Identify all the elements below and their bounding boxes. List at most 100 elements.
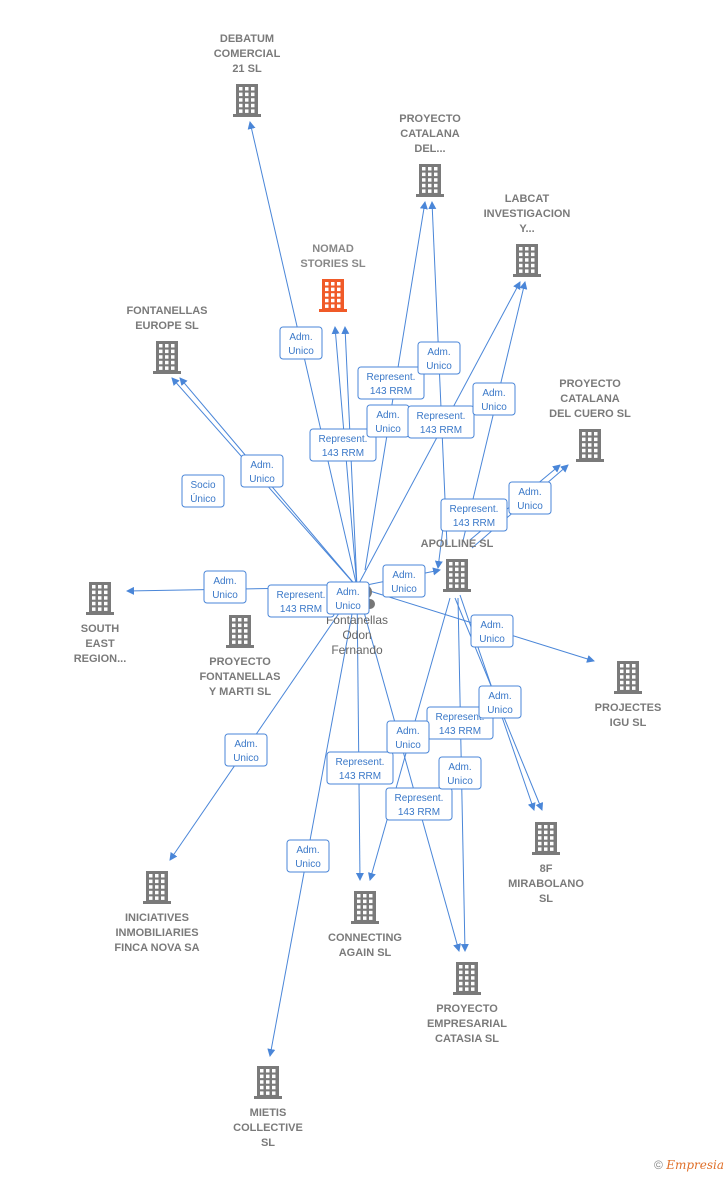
- company-label: Y...: [519, 223, 534, 235]
- edge-label-e_mietis[interactable]: Adm.Unico: [286, 839, 330, 873]
- company-label: DEL CUERO SL: [549, 408, 631, 420]
- company-label: 8F: [540, 863, 553, 875]
- edge-label-text: Represent.: [417, 411, 466, 422]
- edge-label-text: Unico: [447, 776, 473, 787]
- edge-label-e_nomad_2[interactable]: Adm.Unico: [366, 404, 410, 438]
- edge-label-e_south[interactable]: Adm. Unico: [203, 570, 247, 604]
- edge-label-text: Unico: [487, 705, 513, 716]
- footer: © Empresia: [654, 1158, 724, 1172]
- edge-label-e_labcat_2[interactable]: Adm.Unico: [472, 382, 516, 416]
- company-label: COLLECTIVE: [233, 1122, 303, 1134]
- edge-label-e_igu[interactable]: Adm.Unico: [470, 614, 514, 648]
- edge-label-e_labcat_1[interactable]: Represent. 143 RRM: [407, 405, 475, 439]
- company-label: SL: [539, 893, 553, 905]
- company-label: FONTANELLAS: [199, 671, 280, 683]
- edge-label-text: Socio: [190, 480, 215, 491]
- edge-label-text: Adm.: [213, 576, 236, 587]
- edge-label-text: 143 RRM: [420, 425, 462, 436]
- building-icon: [532, 822, 560, 855]
- person-label: Fernando: [331, 643, 383, 657]
- company-label: 21 SL: [232, 63, 262, 75]
- edge-label-e_connecting_1[interactable]: Represent. 143 RRM: [326, 751, 394, 785]
- edge-label-e_catasia_2[interactable]: Adm. Unico: [438, 756, 482, 790]
- company-south_east[interactable]: SOUTHEASTREGION...: [74, 582, 127, 665]
- company-mirabolano[interactable]: 8F MIRABOLANO SL: [508, 822, 584, 905]
- edge-label-text: Adm.: [392, 570, 415, 581]
- edge-label-text: Adm.: [289, 332, 312, 343]
- company-label: LABCAT: [505, 193, 550, 205]
- company-label: DEL...: [414, 143, 445, 155]
- brand-name[interactable]: Empresia: [666, 1158, 724, 1172]
- company-label: INVESTIGACION: [484, 208, 571, 220]
- company-projectes_igu[interactable]: PROJECTES IGU SL: [595, 661, 662, 729]
- building-icon: [233, 84, 261, 117]
- company-label: PROYECTO: [399, 113, 461, 125]
- edge-label-e_apolline[interactable]: Adm. Unico: [382, 564, 426, 598]
- edge-label-text: 143 RRM: [453, 518, 495, 529]
- company-label: INMOBILIARIES: [115, 927, 198, 939]
- edge-label-text: Adm.: [336, 587, 359, 598]
- edge-label-e_catasia_1[interactable]: Represent.143 RRM: [385, 787, 453, 821]
- edge-label-text: Unico: [212, 590, 238, 601]
- edge-label-e_mira_2[interactable]: Adm.Unico: [478, 685, 522, 719]
- company-label: PROYECTO: [436, 1003, 498, 1015]
- edge-label-text: Adm.: [250, 460, 273, 471]
- company-label: PROJECTES: [595, 702, 662, 714]
- edge-label-e_cuero_2[interactable]: Adm.Unico: [508, 481, 552, 515]
- edge-label-text: Represent.: [319, 434, 368, 445]
- edge-label-text: Adm.: [482, 388, 505, 399]
- company-label: EUROPE SL: [135, 320, 199, 332]
- edge-label-text: Unico: [517, 501, 543, 512]
- edge-label-text: Adm.: [376, 410, 399, 421]
- company-fontanellas_europe[interactable]: FONTANELLAS EUROPE SL: [126, 305, 208, 374]
- edge-label-e_debatum[interactable]: Adm.Unico: [279, 326, 323, 360]
- edge-label-text: Único: [190, 492, 216, 505]
- building-icon: [513, 244, 541, 277]
- person-label: Fontanellas: [326, 613, 388, 627]
- company-label: CONNECTING: [328, 932, 402, 944]
- edge-label-text: Adm.: [448, 762, 471, 773]
- company-apolline[interactable]: APOLLINE SL: [421, 538, 494, 592]
- edge-label-text: 143 RRM: [322, 448, 364, 459]
- edge-label-text: Unico: [391, 584, 417, 595]
- edge-label-text: Unico: [233, 753, 259, 764]
- edge-label-e_fontanellas_rep[interactable]: Represent.143 RRM: [267, 584, 335, 618]
- company-label: CATALANA: [400, 128, 460, 140]
- edge-label-e_cuero_1[interactable]: Represent.143 RRM: [440, 498, 508, 532]
- edge-label-e_fontanellas_adm[interactable]: Adm.Unico: [326, 581, 370, 615]
- edge-label-text: 143 RRM: [339, 771, 381, 782]
- edge-label-text: 143 RRM: [370, 386, 412, 397]
- edge-label-e_catalana_del_1[interactable]: Represent.143 RRM: [357, 366, 425, 400]
- edge-label-text: Adm.: [480, 620, 503, 631]
- company-label: COMERCIAL: [214, 48, 281, 60]
- edge-label-text: Represent.: [336, 757, 385, 768]
- edge-e_connecting_1: [355, 586, 364, 881]
- edge-label-e_connecting_2[interactable]: Adm.Unico: [386, 720, 430, 754]
- edge-label-e_iniciatives[interactable]: Adm.Unico: [224, 733, 268, 767]
- company-label: FINCA NOVA SA: [114, 942, 199, 954]
- building-icon: [443, 559, 471, 592]
- company-label: CATASIA SL: [435, 1033, 499, 1045]
- company-label: IGU SL: [610, 717, 647, 729]
- edge-label-e_europe_adm[interactable]: Adm.Unico: [240, 454, 284, 488]
- company-labcat[interactable]: LABCAT INVESTIGACION Y...: [484, 193, 571, 277]
- edge-label-e_catalana_del_2[interactable]: Adm.Unico: [417, 341, 461, 375]
- edge-label-e_nomad[interactable]: Represent. 143 RRM: [309, 428, 377, 462]
- company-label: FONTANELLAS: [126, 305, 207, 317]
- company-proyecto_catalana_del[interactable]: PROYECTO CATALANA DEL...: [399, 113, 461, 197]
- company-label: Y MARTI SL: [209, 686, 271, 698]
- edge-e_catasia_1: [356, 586, 461, 952]
- company-label: MIRABOLANO: [508, 878, 584, 890]
- edge-label-text: Unico: [295, 859, 321, 870]
